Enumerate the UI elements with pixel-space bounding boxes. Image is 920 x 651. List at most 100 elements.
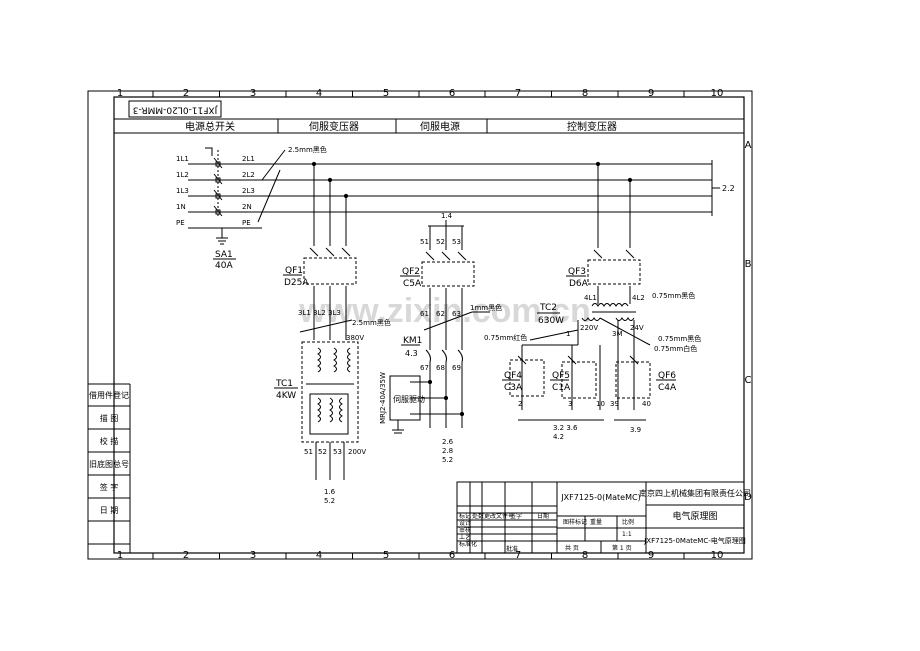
section-servo-transformer: 伺服变压器 — [309, 120, 359, 133]
grid-column-label: 5 — [383, 550, 389, 561]
qf2-out-term-61: 61 — [420, 310, 429, 318]
svg-text:PE: PE — [176, 219, 185, 227]
km1-ref-c: 5.2 — [442, 456, 453, 464]
title-company: 南京四上机械集团有限责任公司 — [639, 488, 751, 498]
qf5-extra-term: 10 — [596, 400, 605, 408]
tc2-wire-black: 0.75mm黑色 — [658, 334, 701, 343]
svg-text:更改文件号: 更改文件号 — [484, 512, 514, 520]
qf6-ref: 3.9 — [630, 426, 641, 434]
svg-text:1L1: 1L1 — [176, 155, 189, 163]
sa1-switch — [205, 147, 228, 245]
grid-column-label: 8 — [582, 550, 588, 561]
qf6-term-a: 39 — [610, 400, 619, 408]
grid-column-label: 6 — [449, 550, 455, 561]
tc1-sec-term-52: 52 — [318, 448, 327, 456]
svg-text:设计: 设计 — [459, 519, 471, 527]
svg-text:工艺: 工艺 — [459, 533, 471, 541]
svg-text:签字: 签字 — [510, 512, 522, 520]
qf6-name: QF6 — [658, 371, 676, 381]
tc1-sec-term-51: 51 — [304, 448, 313, 456]
km1-out-term-68: 68 — [436, 364, 445, 372]
section-control-transformer: 控制变压器 — [567, 120, 617, 133]
svg-text:1L2: 1L2 — [176, 171, 189, 179]
svg-text:PE: PE — [242, 219, 251, 227]
svg-text:图样标记: 图样标记 — [563, 518, 587, 526]
tc2-v2: 24V — [630, 324, 644, 332]
left-block-sign: 签 字 — [100, 482, 119, 492]
tc1-secondary-voltage: 200V — [348, 448, 366, 456]
qf2-wire-note: 1mm黑色 — [470, 303, 502, 312]
grid-column-label: 4 — [316, 550, 322, 561]
svg-text:比例: 比例 — [622, 518, 634, 526]
drawing-code-box — [128, 100, 222, 118]
qf3-tc2-branch — [509, 161, 651, 421]
tc1-name: TC1 — [275, 379, 293, 389]
qf1-out-terms: 3L1 3L2 3L3 — [298, 309, 341, 317]
title-project: JXF7125-0(MateMC) — [560, 493, 640, 502]
qf3-wire-note: 0.75mm黑色 — [652, 291, 695, 300]
km1-out-term-69: 69 — [452, 364, 461, 372]
svg-text:标记: 标记 — [459, 512, 471, 520]
svg-text:1N: 1N — [176, 203, 186, 211]
grid-column-label: 10 — [711, 550, 724, 561]
grid-column-label: 1 — [117, 550, 123, 561]
tc2-rating: 630W — [538, 316, 564, 326]
grid-column-label: 10 — [711, 88, 724, 99]
qf2-in-term-53: 53 — [452, 238, 461, 246]
title-sheet-no: 第 1 页 — [612, 544, 632, 552]
title-scale-labels: 图样标记 重量 比例 — [563, 518, 634, 526]
grid-column-label: 3 — [250, 550, 256, 561]
tc2-name: TC2 — [539, 303, 557, 313]
qf2-out-term-63: 63 — [452, 310, 461, 318]
sa1-rating: 40A — [215, 261, 233, 271]
grid-column-label: 1 — [117, 88, 123, 99]
svg-text:1L3: 1L3 — [176, 187, 189, 195]
qf5-name: QF5 — [552, 371, 570, 381]
left-block-borrow: 借用件登记 — [89, 390, 129, 400]
tc1-wire-note: 2.5mm黑色 — [352, 318, 391, 327]
qf1-name: QF1 — [285, 266, 303, 276]
qf1-tc1-branch — [299, 161, 359, 480]
grid-row-label: B — [745, 259, 752, 270]
qf2-name: QF2 — [402, 267, 420, 277]
qf5-rating: C1A — [552, 383, 571, 393]
grid-column-label: 8 — [582, 88, 588, 99]
qf4-rating: C3A — [504, 383, 523, 393]
tc2-wire-red: 0.75mm红色 — [484, 333, 527, 342]
qf2-in-term-51: 51 — [420, 238, 429, 246]
tc1-sec-term-53: 53 — [333, 448, 342, 456]
grid-row-label: A — [745, 140, 752, 151]
servo-drive-model: MRJ2-40A/35W — [379, 372, 387, 424]
grid-column-label: 4 — [316, 88, 322, 99]
left-block-trace: 描 图 — [100, 413, 119, 423]
grid-column-label: 3 — [250, 88, 256, 99]
tc1-primary-voltage: 380V — [346, 334, 364, 342]
svg-text:2N: 2N — [242, 203, 252, 211]
svg-text:处数: 处数 — [472, 512, 484, 520]
km1-name: KM1 — [403, 336, 422, 346]
grid-column-label: 7 — [515, 550, 521, 561]
bus-output-labels: 2L1 2L2 2L3 2N PE — [242, 155, 255, 227]
bus-wire-note: 2.5mm黑色 — [288, 145, 327, 154]
grid-row-label: C — [745, 375, 752, 386]
qf2-out-term-62: 62 — [436, 310, 445, 318]
title-drawing-no: JXF7125-0MateMC-电气原理图 — [643, 536, 746, 545]
qf6-term-b: 40 — [642, 400, 651, 408]
drawing-code-rotated: JXF11-0L20-MMR-3 — [133, 105, 219, 115]
left-block-check: 校 描 — [100, 436, 119, 446]
svg-text:重量: 重量 — [590, 518, 602, 526]
watermark: www.zixin.com.cn — [298, 292, 591, 330]
km1-ref-a: 2.6 — [442, 438, 454, 446]
tc2-term-1: 1 — [566, 330, 570, 338]
bus-ref: 2.2 — [722, 184, 735, 193]
km1-ref-b: 2.8 — [442, 447, 453, 455]
km1-ref: 4.3 — [405, 349, 418, 358]
left-revision-block — [88, 383, 131, 553]
qf4-name: QF4 — [504, 371, 522, 381]
main-bus — [188, 149, 720, 229]
tc2-term-3m: 3M — [612, 330, 623, 338]
grid-column-label: 9 — [648, 550, 654, 561]
